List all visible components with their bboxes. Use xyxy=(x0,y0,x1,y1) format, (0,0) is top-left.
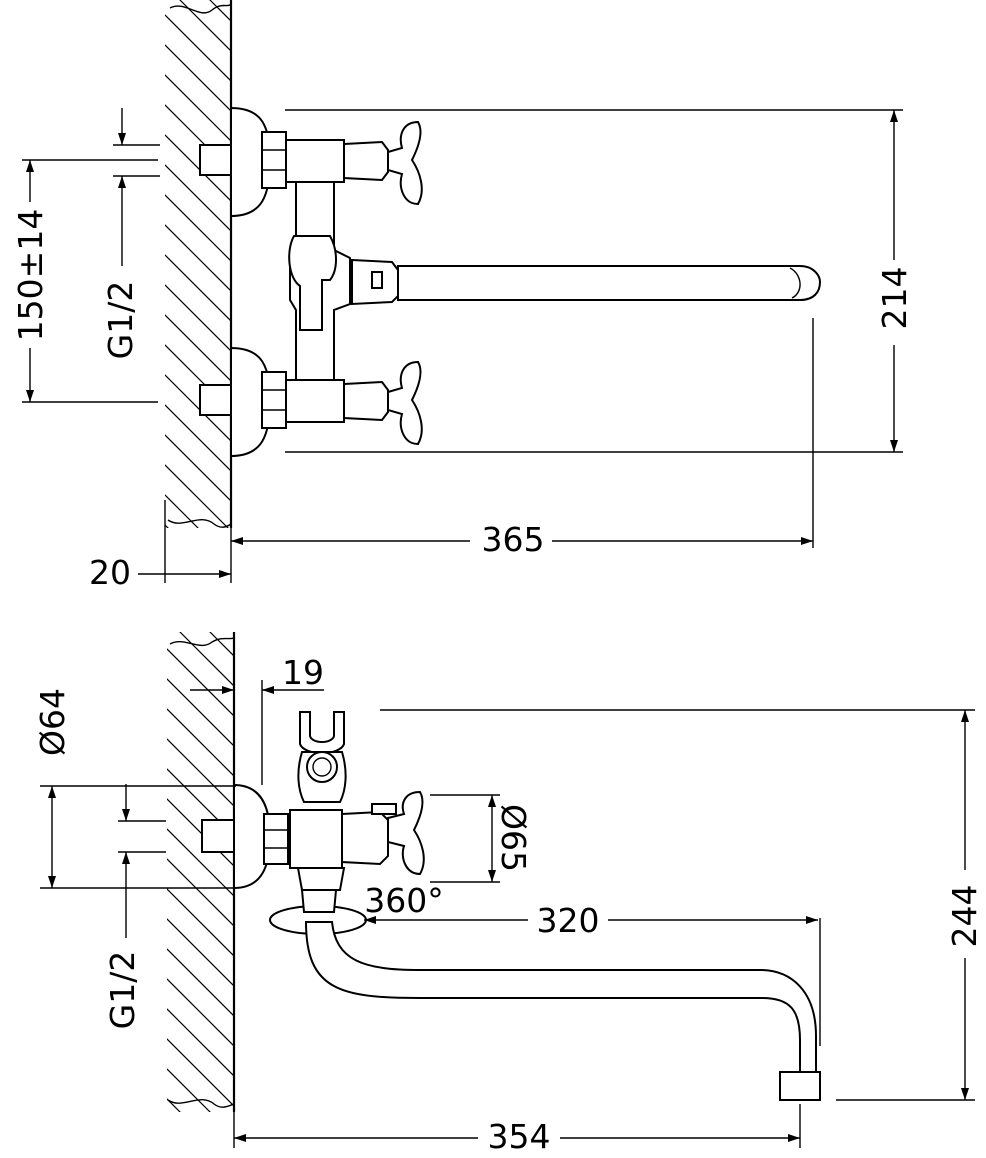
side-spout-reach-label: 320 xyxy=(537,901,600,940)
top-dimensions: 214 365 20 150±14 G1/2 xyxy=(11,108,914,592)
side-total-reach-label: 354 xyxy=(488,1117,551,1156)
wall-hatch-line xyxy=(160,1122,240,1158)
wall-hatch-line xyxy=(165,164,231,232)
side-dimensions: 19 Ø64 G1/2 Ø65 360° 320 244 xyxy=(33,653,984,1156)
wall-hatch-line xyxy=(167,1038,234,1107)
wall-hatch-line xyxy=(165,284,231,352)
top-lower-inlet xyxy=(199,346,423,458)
wall-hatch-line xyxy=(167,1098,181,1112)
wall-hatch-line xyxy=(165,314,231,382)
side-wall-gap-label: 19 xyxy=(282,653,324,692)
side-rotation-label: 360° xyxy=(364,881,444,920)
wall-hatch-line xyxy=(165,44,231,112)
side-flange-diameter-label: Ø64 xyxy=(33,688,72,756)
side-body xyxy=(201,783,425,890)
side-handle-diameter-label: Ø65 xyxy=(494,804,533,872)
wall-hatch-line xyxy=(167,858,234,927)
wall-hatch-line xyxy=(165,434,231,502)
wall-hatch-line xyxy=(165,14,231,82)
top-center-distance-label: 150±14 xyxy=(11,209,50,342)
wall-hatch-line xyxy=(167,798,234,867)
wall-hatch-line xyxy=(209,632,234,657)
top-thread-label: G1/2 xyxy=(101,281,140,360)
side-spout xyxy=(269,867,821,1101)
top-body xyxy=(288,181,822,381)
wall-hatch-line xyxy=(160,552,240,632)
wall-hatch-line xyxy=(167,1008,234,1077)
wall-hatch-line xyxy=(160,550,240,630)
wall-hatch-line xyxy=(209,0,231,22)
wall-hatch-line xyxy=(167,738,234,807)
side-height-label: 244 xyxy=(945,885,984,948)
wall-hatch-line xyxy=(167,978,234,1047)
wall-hatch-line xyxy=(167,708,234,777)
top-view: 214 365 20 150±14 G1/2 xyxy=(11,0,914,630)
wall-hatch-line xyxy=(165,524,169,528)
wall-hatch-line xyxy=(167,948,234,1017)
wall-hatch-line xyxy=(165,74,231,142)
wall-hatch-line xyxy=(165,194,231,262)
wall-hatch-line xyxy=(179,632,234,687)
top-wall xyxy=(160,0,240,630)
wall-hatch-line xyxy=(167,918,234,987)
top-height-label: 214 xyxy=(875,267,914,330)
side-wall xyxy=(160,552,240,1158)
wall-hatch-line xyxy=(165,254,231,322)
side-thread-label: G1/2 xyxy=(103,951,142,1030)
wall-hatch-line xyxy=(167,1068,211,1112)
wall-hatch-line xyxy=(167,888,234,957)
wall-hatch-line xyxy=(179,0,231,52)
wall-hatch-line xyxy=(165,224,231,292)
wall-hatch-line xyxy=(165,464,229,528)
side-shower-holder xyxy=(297,711,347,803)
wall-hatch-line xyxy=(165,404,231,472)
top-reach-label: 365 xyxy=(482,520,545,559)
wall-hatch-line xyxy=(167,648,234,717)
wall-hatch-line xyxy=(165,494,199,528)
top-wall-offset-label: 20 xyxy=(89,553,131,592)
wall-hatch-line xyxy=(167,678,234,747)
side-view: 19 Ø64 G1/2 Ø65 360° 320 244 xyxy=(33,552,984,1158)
